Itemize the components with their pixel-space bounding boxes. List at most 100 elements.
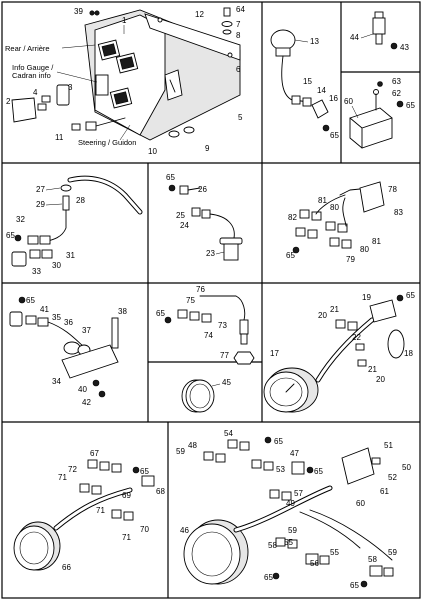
- panel-gauge-66-labels: 67 72 71 65 69 71 68 70 71 66: [58, 449, 165, 572]
- label-65: 65: [26, 296, 35, 305]
- label-51: 51: [384, 441, 393, 450]
- label-37: 37: [82, 326, 91, 335]
- label-19: 19: [362, 293, 371, 302]
- label-3: 3: [68, 83, 73, 92]
- panel-harness-28-labels: 27 28 29 32 65 31 30 33: [6, 185, 85, 276]
- label-46: 46: [180, 526, 189, 535]
- label-72: 72: [68, 465, 77, 474]
- panel-sensor-13-labels: 13 15 14 16 65: [294, 37, 339, 140]
- panel-ring-45: [181, 379, 215, 413]
- label-24: 24: [180, 221, 189, 230]
- label-65a: 65: [274, 437, 283, 446]
- label-28: 28: [76, 196, 85, 205]
- panel-harness-34: [9, 296, 119, 398]
- panel-console-labels: Rear / Arrière Info Gauge / Cadran info …: [5, 5, 245, 156]
- label-33: 33: [32, 267, 41, 276]
- callout-rear: Rear / Arrière: [5, 44, 50, 53]
- label-39: 39: [74, 7, 83, 16]
- label-73: 73: [218, 321, 227, 330]
- label-71b: 71: [96, 506, 105, 515]
- label-65: 65: [286, 251, 295, 260]
- panel-switch-44-labels: 44 43: [350, 33, 409, 52]
- label-62: 62: [392, 89, 401, 98]
- panel-console: [11, 7, 241, 141]
- label-71c: 71: [122, 533, 131, 542]
- label-47: 47: [290, 449, 299, 458]
- label-65: 65: [156, 309, 165, 318]
- label-70: 70: [140, 525, 149, 534]
- label-65: 65: [406, 291, 415, 300]
- label-26: 26: [198, 185, 207, 194]
- label-14: 14: [317, 86, 326, 95]
- label-77: 77: [220, 351, 229, 360]
- label-18: 18: [404, 349, 413, 358]
- label-30: 30: [52, 261, 61, 270]
- panel-module-60: [349, 81, 404, 149]
- label-60: 60: [344, 97, 353, 106]
- label-55b: 55: [330, 548, 339, 557]
- label-9: 9: [205, 144, 210, 153]
- label-65: 65: [330, 131, 339, 140]
- panel-sensor-73-labels: 76 75 65 74 73 77: [156, 285, 229, 360]
- label-1: 1: [122, 16, 127, 25]
- label-20a: 20: [318, 311, 327, 320]
- label-27: 27: [36, 185, 45, 194]
- label-57: 57: [294, 489, 303, 498]
- label-8: 8: [236, 31, 241, 40]
- label-44: 44: [350, 33, 359, 42]
- label-2: 2: [6, 97, 11, 106]
- panel-gauge-66: [13, 459, 155, 571]
- label-76: 76: [196, 285, 205, 294]
- label-21b: 21: [368, 365, 377, 374]
- callout-steering: Steering / Guidon: [78, 138, 136, 147]
- panel-sensor-73: [164, 295, 255, 365]
- label-83: 83: [394, 208, 403, 217]
- label-75: 75: [186, 296, 195, 305]
- label-68: 68: [156, 487, 165, 496]
- label-49: 49: [286, 499, 295, 508]
- label-12: 12: [195, 10, 204, 19]
- label-22: 22: [352, 333, 361, 342]
- label-53: 53: [276, 465, 285, 474]
- label-67: 67: [90, 449, 99, 458]
- label-82: 82: [288, 213, 297, 222]
- label-66: 66: [62, 563, 71, 572]
- panel-gauge-46-labels: 48 54 65 59 47 53 65 51 50 52 61 57 49 6…: [176, 429, 411, 590]
- label-35: 35: [52, 313, 61, 322]
- label-50: 50: [402, 463, 411, 472]
- label-81b: 81: [372, 237, 381, 246]
- label-65: 65: [6, 231, 15, 240]
- panel-sensor-13: [270, 29, 330, 132]
- label-78: 78: [388, 185, 397, 194]
- label-52: 52: [388, 473, 397, 482]
- label-59a: 59: [176, 447, 185, 456]
- label-10: 10: [148, 147, 157, 156]
- label-61: 61: [380, 487, 389, 496]
- label-41: 41: [40, 305, 49, 314]
- label-7: 7: [236, 20, 241, 29]
- panel-sensor-23-labels: 65 26 25 24 23: [166, 173, 225, 258]
- callout-info-gauge-2: Cadran info: [12, 71, 51, 80]
- label-45: 45: [222, 378, 231, 387]
- label-80b: 80: [360, 245, 369, 254]
- label-65b: 65: [314, 467, 323, 476]
- panel-harness-78-labels: 78 81 80 82 83 81 80 65 79: [286, 185, 403, 264]
- label-59b: 59: [288, 526, 297, 535]
- panel-harness-34-labels: 65 41 35 36 37 38 34 40 42: [26, 296, 127, 407]
- label-71a: 71: [58, 473, 67, 482]
- label-11: 11: [55, 133, 64, 142]
- label-63: 63: [392, 77, 401, 86]
- label-74: 74: [204, 331, 213, 340]
- label-38: 38: [118, 307, 127, 316]
- label-69: 69: [122, 491, 131, 500]
- label-21a: 21: [330, 305, 339, 314]
- label-65: 65: [140, 467, 149, 476]
- label-36: 36: [64, 318, 73, 327]
- panel-switch-44: [372, 11, 398, 50]
- label-31: 31: [66, 251, 75, 260]
- panel-harness-78: [292, 181, 385, 254]
- label-5: 5: [238, 113, 243, 122]
- panel-harness-28: [11, 175, 143, 267]
- label-16: 16: [329, 94, 338, 103]
